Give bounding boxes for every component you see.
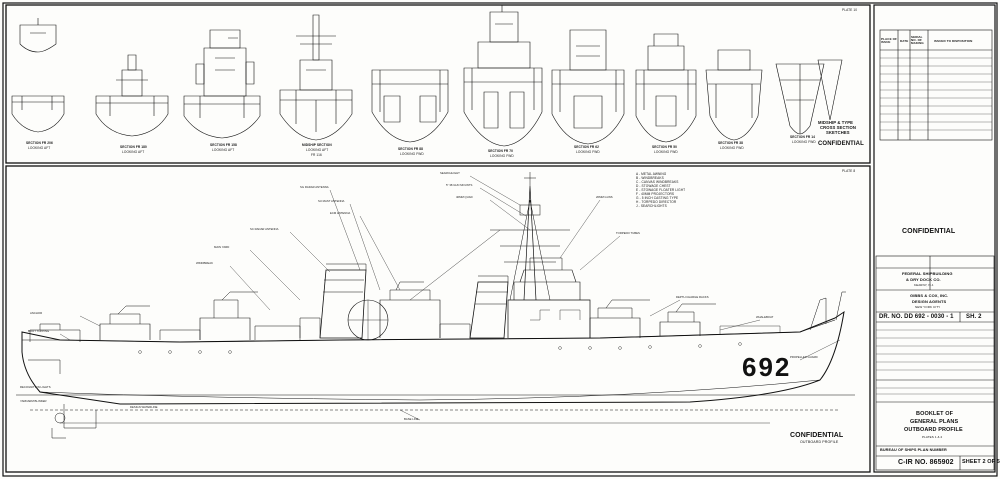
section-label: SECTION FR 158 xyxy=(210,143,237,147)
ship-profile xyxy=(16,172,855,439)
builder-name: FEDERAL SHIPBUILDING xyxy=(902,271,953,276)
callout: WHALEBOAT xyxy=(756,315,774,319)
section-label: SECTION FR 70 xyxy=(488,149,514,153)
section-label: SECTION FR 50 xyxy=(652,145,678,149)
profile-caption: OUTBOARD PROFILE xyxy=(800,440,839,444)
section-midship xyxy=(279,14,353,141)
section-fr-180 xyxy=(95,54,169,137)
callout: ECM ANTENNA xyxy=(330,211,351,215)
section-sublabel: LOOKING AFT xyxy=(122,150,145,154)
confidential-stamp: CONFIDENTIAL xyxy=(818,141,864,147)
legend-item: D - STOWAGE CHEST xyxy=(636,184,671,188)
bureau-label: BUREAU OF SHIPS PLAN NUMBER xyxy=(880,448,947,452)
callout: PROPELLER GUARD xyxy=(790,355,818,359)
legend-item: A - METAL AWNING xyxy=(636,172,667,176)
plan-number: C-IR NO. 865902 xyxy=(898,459,954,466)
designer-location: NEW YORK CITY xyxy=(915,305,941,309)
legend-item: G - 5 INCH CASTING TYPE xyxy=(636,196,679,200)
section-fr-50 xyxy=(635,33,697,143)
builder-location: KEARNY, N.J. xyxy=(914,283,935,287)
booklet-title: GENERAL PLANS xyxy=(910,419,959,425)
callout: BOOT TOPPING xyxy=(28,329,50,333)
section-label: SECTION FR 180 xyxy=(120,145,147,149)
midship-note: CROSS SECTION xyxy=(820,125,856,130)
callout: DESIGN WATERLINE xyxy=(130,405,158,409)
section-fr-14 xyxy=(775,59,843,135)
callout: SU MAST ANTENNA xyxy=(318,199,345,203)
section-label: SECTION FR 88 xyxy=(398,147,424,151)
builder-name: & DRY DOCK CO. xyxy=(906,277,941,282)
legend-item: E - STOWAGE FLOATER LIGHT xyxy=(636,188,686,192)
legend-item: J - SEARCHLIGHTS xyxy=(636,204,667,208)
section-label: SECTION FR 38 xyxy=(718,141,744,145)
section-sublabel: LOOKING FWD xyxy=(720,146,744,150)
legend-item: C - CANVAS WINDBREAKS xyxy=(636,180,679,184)
section-fr-158 xyxy=(183,29,261,139)
callout: SC RADAR ANTENNA xyxy=(250,227,279,231)
designer-role: DESIGN AGENTS xyxy=(912,299,947,304)
section-sublabel: LOOKING FWD xyxy=(654,150,678,154)
callout: DEPTH CHARGE RACKS xyxy=(676,295,709,299)
profile-confidential: CONFIDENTIAL xyxy=(790,432,844,439)
section-label: SECTION FR 14 xyxy=(790,135,816,139)
designer-name: GIBBS & COX, INC. xyxy=(910,293,949,298)
legend-item: B - WINDBREAKS xyxy=(636,176,664,180)
confidential-stamp: CONFIDENTIAL xyxy=(902,228,956,235)
callout: BASE LINE xyxy=(404,417,419,421)
section-sublabel: LOOKING AFT xyxy=(212,148,235,152)
callout: SG RADAR ANTENNA xyxy=(300,185,329,189)
title-block xyxy=(875,255,995,471)
callout: 20MM GUNS xyxy=(596,195,613,199)
callout: YARDARM BLINKER xyxy=(20,399,47,403)
sheet-number: SH. 2 xyxy=(966,314,982,320)
callout: ANCHOR xyxy=(30,311,43,315)
section-sublabel: LOOKING AFT xyxy=(306,148,329,152)
callout: 5" 38 GUN MOUNTS xyxy=(446,183,473,187)
revision-header: ISSUED TO DISPOSITION xyxy=(934,39,973,43)
plate-label-top: PLATE 10 xyxy=(842,8,858,12)
revision-header: SERIAL NO. OF MAKING xyxy=(911,35,924,45)
section-fr-206 xyxy=(11,18,65,133)
section-fr-62 xyxy=(551,29,625,145)
section-sublabel: LOOKING AFT xyxy=(28,146,51,150)
revision-header: PLACE OF ISSUE xyxy=(881,37,897,44)
callout: RECOGNITION LIGHTS xyxy=(20,385,51,389)
callout: TORPEDO TUBES xyxy=(616,231,640,235)
section-fr-38 xyxy=(705,49,763,141)
section-sublabel: LOOKING FWD xyxy=(490,154,514,158)
section-sublabel-frame: FR 116 xyxy=(311,153,322,157)
plate-label-bottom: PLATE 8 xyxy=(842,169,856,173)
section-label: SECTION FR 62 xyxy=(574,145,600,149)
legend-item: F - 40MM PROJECTORS xyxy=(636,192,675,196)
midship-note: MIDSHIP & TYPE xyxy=(818,120,854,125)
hull-number: 692 xyxy=(742,352,792,382)
legend-item: H - TORPEDO DIRECTOR xyxy=(636,200,677,204)
revision-header: DATE xyxy=(900,39,909,43)
section-fr-70 xyxy=(463,5,543,147)
booklet-title: OUTBOARD PROFILE xyxy=(904,427,963,433)
booklet-title: BOOKLET OF xyxy=(916,411,954,417)
section-fr-88 xyxy=(371,69,449,143)
midship-note: SKETCHES xyxy=(826,130,850,135)
drawing-number: DR. NO. DD 692 - 0030 - 1 xyxy=(879,314,954,320)
section-label: MIDSHIP SECTION xyxy=(302,143,332,147)
callout: MAIN YARD xyxy=(214,245,230,249)
callout: WINDBREAK xyxy=(196,261,213,265)
section-sublabel: LOOKING FWD xyxy=(576,150,600,154)
sheet-of: SHEET 2 OF 5 xyxy=(962,459,1000,465)
section-sublabel: LOOKING FWD xyxy=(400,152,424,156)
booklet-subtitle: PLATES 1 & 2 xyxy=(922,435,943,439)
section-label: SECTION FR 206 xyxy=(26,141,53,145)
callout: SEARCHLIGHT xyxy=(440,171,460,175)
callout: 40MM QUAD xyxy=(456,195,473,199)
revision-table xyxy=(879,29,993,141)
section-sublabel: LOOKING FWD xyxy=(792,140,816,144)
